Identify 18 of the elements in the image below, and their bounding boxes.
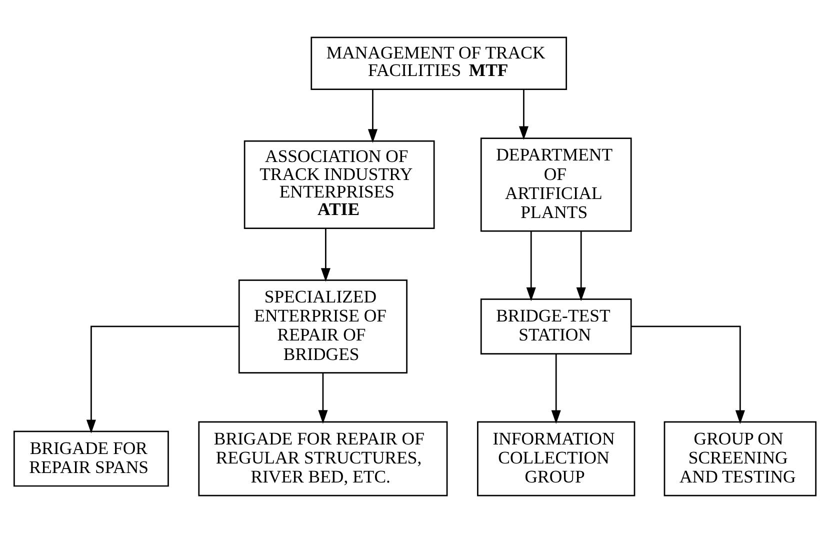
arrow [86,326,239,434]
arrow [368,90,378,143]
arrow [632,326,745,424]
arrow [320,228,330,282]
arrow [518,90,528,140]
node-box: INFORMATION COLLECTION GROUP [477,421,636,496]
arrow [551,354,561,424]
arrow [318,373,328,424]
node-box: GROUP ON SCREENING AND TESTING [664,421,817,496]
node-box: MANAGEMENT OF TRACK FACILITIES MTF [310,36,568,90]
arrow [576,231,586,302]
arrow [526,231,536,302]
node-box: DEPARTMENT OF ARTIFICIAL PLANTS [480,138,632,232]
node-box: SPECIALIZED ENTERPRISE OF REPAIR OF BRIDGES [238,279,408,374]
node-box: BRIGADE FOR REPAIR OF REGULAR STRUCTURES, RIVER BED, ETC. [198,421,448,496]
node-box: BRIGADE FOR REPAIR SPANS [13,430,169,487]
node-box: BRIDGE-TEST STATION [480,298,632,354]
node-box: ASSOCIATION OF TRACK INDUSTRY ENTERPRISES ATIE [244,140,435,229]
